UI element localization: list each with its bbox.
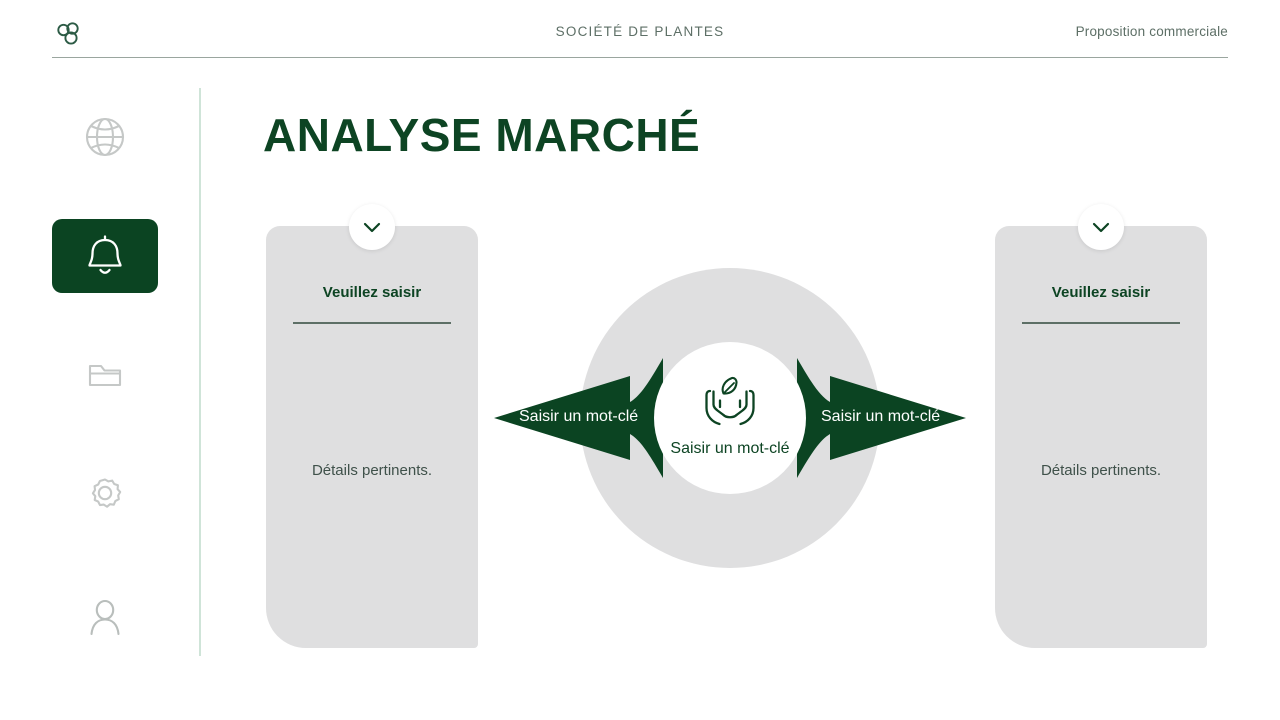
- left-card-chevron-badge[interactable]: [349, 204, 395, 250]
- right-content-card[interactable]: Veuillez saisir Détails pertinents.: [995, 226, 1207, 648]
- left-content-card[interactable]: Veuillez saisir Détails pertinents.: [266, 226, 478, 648]
- sidebar-item-notifications[interactable]: [52, 219, 158, 293]
- chevron-down-icon: [363, 222, 381, 233]
- sidebar-item-files[interactable]: [52, 338, 158, 412]
- right-arrow-label: Saisir un mot-clé: [821, 408, 941, 425]
- left-arrow-shape: [494, 358, 663, 478]
- folder-icon: [88, 364, 122, 387]
- right-card-underline: [1022, 322, 1180, 324]
- left-card-body: Détails pertinents.: [311, 462, 433, 479]
- hands-holding-leaf-icon: [698, 374, 762, 428]
- sidebar-item-settings[interactable]: [52, 457, 158, 531]
- chevron-down-icon: [1092, 222, 1110, 233]
- user-icon: [90, 599, 120, 636]
- sidebar-item-globe[interactable]: [52, 100, 158, 174]
- left-arrow-label: Saisir un mot-clé: [519, 408, 639, 425]
- right-arrow-shape: [797, 358, 966, 478]
- sidebar-item-account[interactable]: [52, 580, 158, 654]
- company-name: SOCIÉTÉ DE PLANTES: [555, 24, 725, 39]
- bidirectional-arrows: [480, 340, 980, 500]
- page-title: ANALYSE MARCHÉ: [263, 109, 701, 161]
- right-card-chevron-badge[interactable]: [1078, 204, 1124, 250]
- globe-icon: [85, 117, 125, 157]
- right-card-heading: Veuillez saisir: [1051, 284, 1151, 301]
- sidebar-divider: [199, 88, 201, 656]
- center-label: Saisir un mot-clé: [670, 440, 790, 457]
- right-card-body: Détails pertinents.: [1040, 462, 1162, 479]
- document-type-label: Proposition commerciale: [1075, 24, 1228, 39]
- header: SOCIÉTÉ DE PLANTES Proposition commercia…: [0, 0, 1280, 58]
- left-card-heading: Veuillez saisir: [322, 284, 422, 301]
- gear-icon: [91, 478, 122, 508]
- header-divider: [52, 57, 1228, 58]
- bell-icon: [88, 235, 122, 274]
- trefoil-circles-logo-icon: [52, 18, 84, 50]
- left-card-underline: [293, 322, 451, 324]
- sidebar-nav: [52, 88, 162, 658]
